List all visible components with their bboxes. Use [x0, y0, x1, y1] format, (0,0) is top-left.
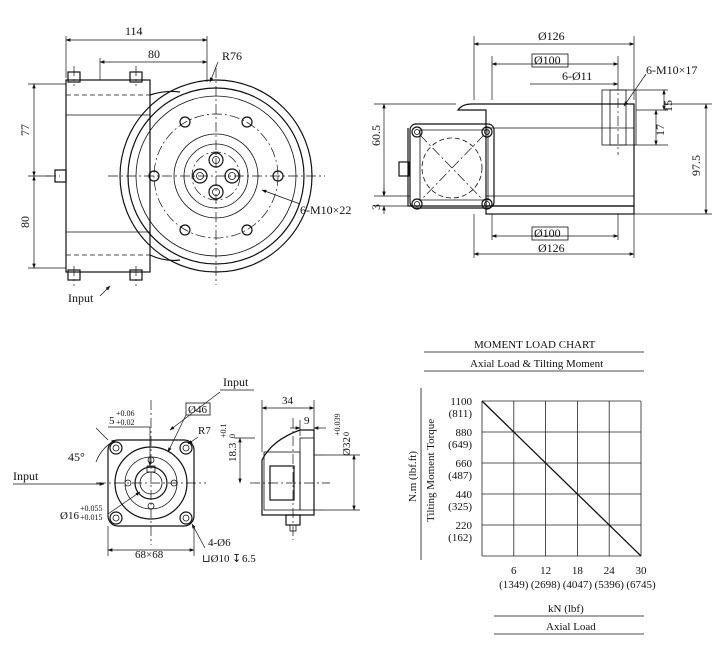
- input-dim-r7: R7: [198, 425, 211, 437]
- input-dim-depth-symbol: ↧: [232, 553, 241, 565]
- chart-x-tick-sublabel: (2698): [531, 579, 561, 591]
- input-view: Input Input Ø46 5 +0.06 +0.02 R7 45° Ø16…: [13, 375, 360, 565]
- input-dim-d32: Ø32: [341, 437, 353, 456]
- front-dim-114: 114: [125, 24, 143, 38]
- chart-x-tick-sublabel: (4047): [563, 579, 593, 591]
- chart-x-tick-label: 24: [604, 565, 616, 577]
- side-bolt-section: [601, 80, 637, 155]
- input-top-label: Input: [223, 375, 249, 389]
- side-dim-17: 17: [653, 124, 667, 136]
- chart-x-ticks: 6 (1349) 12 (2698) 18 (4047) 24 (5396) 30 (6745): [499, 565, 656, 591]
- side-dim-d126-bottom: Ø126: [538, 241, 565, 255]
- chart-y-tick-label: 220: [456, 520, 473, 532]
- chart-x-tick-sublabel: (5396): [595, 579, 625, 591]
- input-dim-18-3-tol-lower: 0: [228, 434, 237, 438]
- chart-x-label2: Axial Load: [546, 621, 596, 633]
- chart-y-tick-sublabel: (649): [448, 439, 472, 451]
- input-dim-d46: Ø46: [188, 404, 207, 416]
- chart-title: MOMENT LOAD CHART: [474, 339, 596, 351]
- side-dim-97-5: 97.5: [689, 155, 703, 176]
- chart-x-tick-label: 30: [636, 565, 648, 577]
- chart-x-tick-label: 12: [540, 565, 551, 577]
- chart-x-tick-sublabel: (6745): [626, 579, 656, 591]
- chart-y-tick-label: 1100: [450, 396, 472, 408]
- chart-y-ticks: 220(162) 440(325) 660(487) 880(649) 1100(811…: [448, 396, 472, 544]
- chart-y-tick-sublabel: (811): [449, 408, 473, 420]
- input-dim-45: 45°: [68, 450, 85, 464]
- input-dim-d16: Ø16: [60, 510, 79, 522]
- chart-y-tick-label: 880: [456, 427, 473, 439]
- moment-load-chart: MOMENT LOAD CHART Axial Load & Tilting M…: [407, 339, 656, 635]
- input-dim-depth: 6.5: [242, 553, 256, 565]
- input-dim-d16-tol-upper: +0.055: [80, 504, 103, 513]
- chart-y-label: N.m (lbf.ft): [407, 451, 419, 502]
- chart-x-tick-sublabel: (1349): [499, 579, 529, 591]
- input-section-view: [250, 418, 330, 540]
- side-dim-15: 15: [661, 100, 675, 112]
- side-dim-d126-top: Ø126: [538, 29, 565, 43]
- side-dim-60-5: 60.5: [369, 125, 383, 146]
- input-dim-9: 9: [304, 415, 310, 427]
- side-housing-face: [398, 123, 495, 210]
- input-dim-4-d6: 4-Ø6: [208, 537, 231, 549]
- input-dim-18-3-tol-upper: +0.1: [219, 423, 228, 438]
- side-dim-d100-bottom: Ø100: [534, 226, 561, 240]
- input-dim-68x68: 68×68: [135, 549, 164, 561]
- input-left-label: Input: [13, 469, 39, 483]
- input-dim-18-3: 18.3: [227, 442, 239, 462]
- chart-y-label2: Tilting Moment Torque: [425, 419, 437, 522]
- front-dim-r76: R76: [222, 49, 242, 63]
- front-input-label: Input: [68, 291, 94, 305]
- chart-x-tick-label: 18: [572, 565, 584, 577]
- input-flange: [95, 400, 206, 545]
- chart-subtitle: Axial Load & Tilting Moment: [470, 358, 603, 370]
- slewing-disk: [108, 68, 325, 285]
- side-dim-6-m10x17: 6-M10×17: [646, 63, 697, 77]
- side-view: Ø126 Ø100 6-Ø11 6-M10×17 15 17 97.5 60.5…: [369, 29, 712, 258]
- input-dim-5-tol-lower: +0.02: [116, 418, 135, 427]
- front-holes-note: 6-M10×22: [300, 203, 351, 217]
- worm-housing: [46, 66, 181, 286]
- side-dim-d100-top: Ø100: [534, 53, 561, 67]
- chart-y-tick-label: 440: [456, 489, 473, 501]
- chart-grid: [481, 400, 642, 557]
- chart-y-tick-label: 660: [456, 458, 473, 470]
- input-dim-5-tol-upper: +0.06: [116, 409, 135, 418]
- chart-y-tick-sublabel: (162): [448, 532, 472, 544]
- front-dim-77: 77: [18, 124, 32, 136]
- chart-series: [481, 400, 642, 557]
- input-dim-5: 5: [109, 415, 115, 427]
- input-dim-d16-tol-lower: +0.015: [80, 513, 103, 522]
- input-dim-cbore: ⊔Ø10: [202, 553, 230, 565]
- side-dim-3: 3: [369, 204, 383, 210]
- chart-x-tick-label: 6: [511, 565, 517, 577]
- input-dim-d32-tol-upper: +0.039: [333, 413, 342, 436]
- front-view: 114 80 R76 77 80 6-M10×22 Input: [18, 24, 351, 305]
- front-dim-80-left: 80: [18, 216, 32, 228]
- chart-series-line: [481, 400, 642, 557]
- input-dim-34: 34: [282, 395, 294, 407]
- input-dim-d32-tol-lower: 0: [342, 432, 351, 436]
- chart-x-label: kN (lbf): [548, 603, 584, 615]
- chart-y-tick-sublabel: (487): [448, 470, 472, 482]
- front-dim-80-top: 80: [148, 47, 160, 61]
- chart-y-tick-sublabel: (325): [448, 501, 472, 513]
- side-dim-6-d11: 6-Ø11: [562, 69, 592, 83]
